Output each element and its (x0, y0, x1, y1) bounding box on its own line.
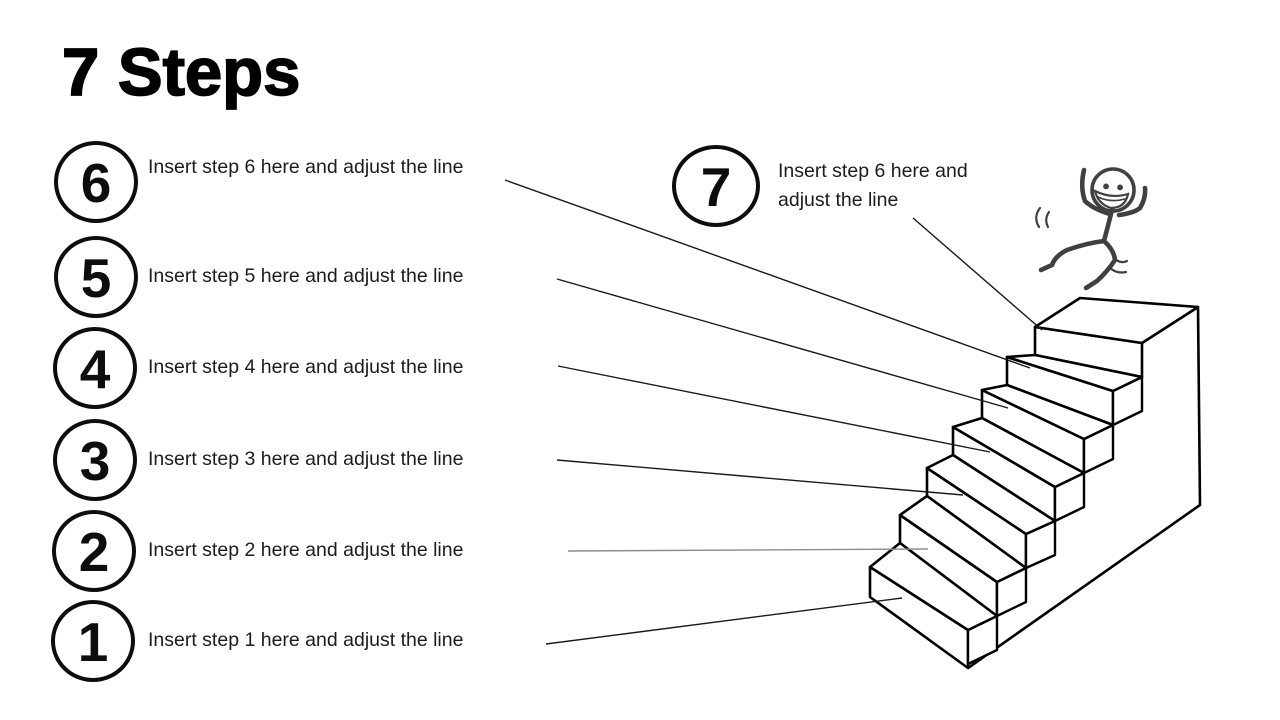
step-label-1: Insert step 1 here and adjust the line (148, 629, 464, 651)
step-label-3: Insert step 3 here and adjust the line (148, 448, 464, 470)
leader-line-step-2 (567, 548, 929, 552)
step-label-7: Insert step 6 here and adjust the line (778, 160, 968, 211)
step-label-2: Insert step 2 here and adjust the line (148, 539, 464, 561)
figure-motion-mark (1108, 266, 1128, 274)
figure-eye-left (1103, 183, 1109, 190)
leader-line-step-7 (912, 217, 1043, 331)
figure-leg-right (1083, 238, 1118, 291)
stair-tread-3 (925, 453, 1057, 536)
leader-line-step-4 (557, 365, 991, 453)
step-circle-6: 6 (54, 141, 138, 223)
step-circle-4: 4 (53, 327, 137, 409)
figure-smile (1093, 188, 1130, 210)
step-label-6: Insert step 6 here and adjust the line (148, 156, 464, 178)
dancing-stick-figure (1035, 167, 1148, 291)
page-title: 7 Steps (61, 34, 301, 111)
figure-motion-mark (1045, 210, 1051, 229)
figure-eye-right (1117, 184, 1123, 191)
leader-line-step-3 (556, 459, 964, 496)
figure-leg-left (1038, 238, 1107, 273)
step-circle-1: 1 (51, 600, 135, 682)
leader-line-step-5 (556, 278, 1009, 409)
stair-tread-2 (898, 494, 1028, 584)
stair-tread-6 (1005, 353, 1144, 393)
step-label-5: Insert step 5 here and adjust the line (148, 265, 464, 287)
stair-tread-1 (868, 541, 999, 632)
step-circle-3: 3 (53, 419, 137, 501)
figure-smile-inner (1097, 196, 1126, 202)
step-circle-2: 2 (52, 510, 136, 592)
step-label-4: Insert step 4 here and adjust the line (148, 356, 464, 378)
leader-line-step-6 (504, 179, 1031, 369)
step-circle-7: 7 (672, 145, 760, 227)
figure-arm-left (1079, 167, 1113, 217)
figure-motion-mark (1035, 206, 1042, 229)
figure-motion-mark (1113, 257, 1129, 264)
stair-tread-4 (951, 416, 1086, 489)
stair-tread-5 (980, 383, 1115, 441)
figure-arm-right (1116, 185, 1148, 218)
leader-line-step-1 (545, 597, 903, 645)
stair-top-landing (1033, 296, 1200, 345)
step-circle-5: 5 (54, 236, 138, 318)
